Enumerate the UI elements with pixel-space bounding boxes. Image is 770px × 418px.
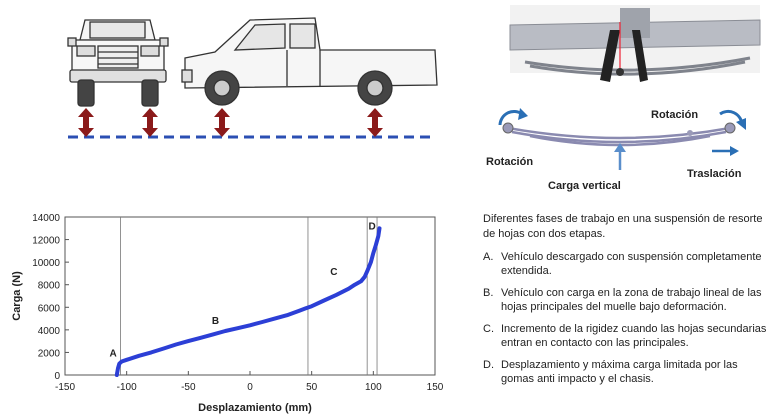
x-tick-label: 50 (306, 382, 318, 393)
note-text: Vehículo con carga en la zona de trabajo… (501, 287, 762, 313)
y-tick-label: 8000 (38, 281, 61, 292)
x-tick-label: 0 (247, 382, 253, 393)
note-text: Vehículo descargado con suspensión compl… (501, 251, 762, 277)
y-tick-label: 14000 (32, 213, 60, 224)
y-tick-label: 10000 (32, 258, 60, 269)
y-tick-label: 4000 (38, 326, 61, 337)
label-translation: Traslación (687, 168, 742, 180)
y-tick-label: 2000 (38, 348, 61, 359)
rotation-right-arrowhead (736, 118, 746, 130)
annotation-label: A (109, 348, 116, 359)
arrow-front-right (142, 108, 158, 137)
x-tick-label: -150 (55, 382, 75, 393)
arrow-side-front (214, 108, 230, 137)
y-axis-label: Carga (N) (11, 271, 23, 321)
x-tick-label: -100 (117, 382, 137, 393)
annotation-label: B (212, 316, 219, 327)
x-tick-label: 150 (427, 382, 444, 393)
y-tick-label: 6000 (38, 303, 61, 314)
note-text: Incremento de la rigidez cuando las hoja… (501, 323, 767, 349)
note-text: Desplazamiento y máxima carga limitada p… (501, 359, 738, 385)
load-arrows (78, 108, 383, 137)
vehicle-illustration (67, 17, 438, 139)
spring-photo (509, 5, 761, 82)
y-tick-label: 12000 (32, 236, 60, 247)
arrow-side-rear (367, 108, 383, 137)
side-view-truck (181, 17, 438, 106)
notes-intro: Diferentes fases de trabajo en una suspe… (483, 213, 763, 240)
annotation-label: C (330, 267, 337, 278)
load-displacement-chart: 0 2000 4000 6000 8000 10000 12000 14000 -150 -100… (11, 213, 444, 414)
notes-panel: Diferentes fases de trabajo en una suspe… (483, 212, 768, 412)
translation-arrowhead (730, 146, 739, 156)
front-view-truck (67, 19, 169, 107)
label-rotation-right: Rotación (651, 109, 698, 121)
label-rotation-left: Rotación (486, 156, 533, 168)
y-tick-label: 0 (54, 371, 60, 382)
note-letter: D. (483, 359, 494, 371)
note-item-b: B. Vehículo con carga en la zona de trab… (483, 286, 768, 314)
x-tick-label: -50 (181, 382, 196, 393)
spring-schematic (502, 122, 736, 147)
x-tick-label: 100 (365, 382, 382, 393)
annotation-label: D (368, 221, 375, 232)
note-item-a: A. Vehículo descargado con suspensión co… (483, 250, 768, 278)
note-letter: B. (483, 287, 494, 299)
note-letter: A. (483, 251, 494, 263)
leaf-spring-diagram: Rotación Rotación Carga vertical Traslac… (486, 5, 761, 192)
vertical-load-arrowhead (614, 143, 626, 152)
rotation-left-arrowhead (518, 108, 528, 120)
series-line (114, 226, 382, 377)
note-item-c: C. Incremento de la rigidez cuando las h… (483, 322, 768, 350)
label-vertical-load: Carga vertical (548, 180, 621, 192)
note-item-d: D. Desplazamiento y máxima carga limitad… (483, 358, 768, 386)
note-letter: C. (483, 323, 494, 335)
x-axis-label: Desplazamiento (mm) (198, 402, 312, 414)
arrow-front-left (78, 108, 94, 137)
